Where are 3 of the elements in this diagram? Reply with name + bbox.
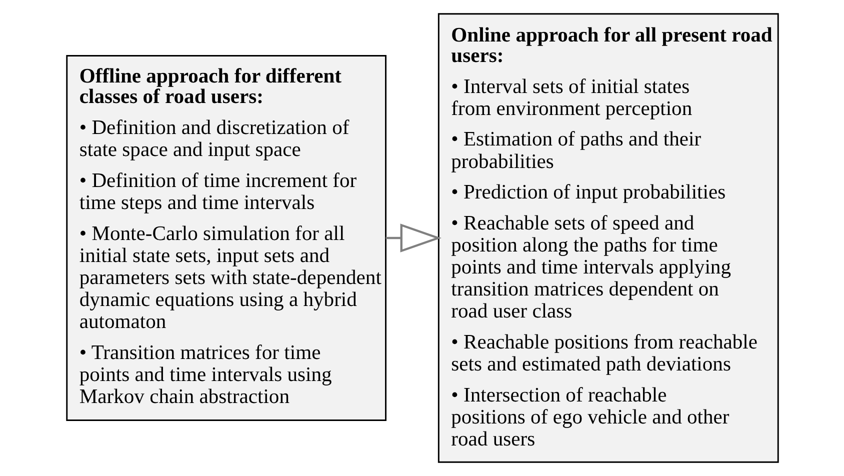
node-box: Online approach for all present road users: • Interval sets of initial states from environment perception • Estimation of paths and their probabilities • Prediction of input probabilities • Reachable sets of speed and position along the paths for time points and time intervals applying transition matrices dependent on road user class • Reachable positions from reachable sets and estimated path deviations • Intersection of reachable positions of ego vehicle and other road users	[437, 13, 778, 463]
node-box: Offline approach for different classes of road users: • Definition and discretization of state space and input space • Definition of time increment for time steps and time intervals • Monte-Carlo simulation for all initial state sets, input sets and parameters sets with state-dependent dynamic equations using a hybrid automaton • Transition matrices for time points and time intervals using Markov chain abstraction	[66, 55, 386, 421]
arrow	[385, 224, 441, 252]
